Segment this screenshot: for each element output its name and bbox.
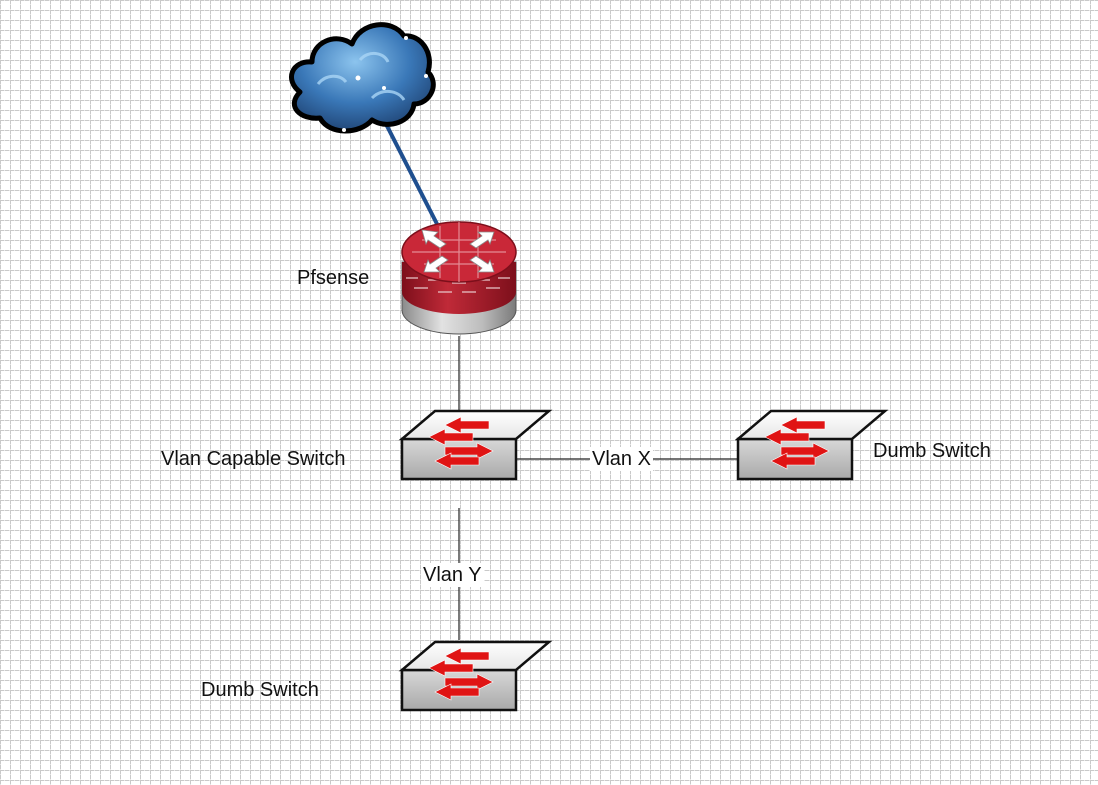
- edge-cloud-firewall: [384, 123, 439, 225]
- right-switch-label: Dumb Switch: [873, 440, 991, 462]
- firewall-router-icon: [401, 221, 517, 335]
- bottom-switch-label: Dumb Switch: [201, 679, 319, 701]
- switch-icon: [398, 640, 553, 712]
- cloud-icon: [289, 22, 436, 134]
- edge-label-vlan-x: Vlan X: [590, 447, 653, 471]
- switch-icon: [734, 409, 889, 481]
- switch-icon: [398, 409, 553, 481]
- firewall-label: Pfsense: [297, 267, 370, 289]
- edge-label-vlan-y: Vlan Y: [421, 563, 484, 587]
- core-switch-label: Vlan Capable Switch: [161, 448, 346, 470]
